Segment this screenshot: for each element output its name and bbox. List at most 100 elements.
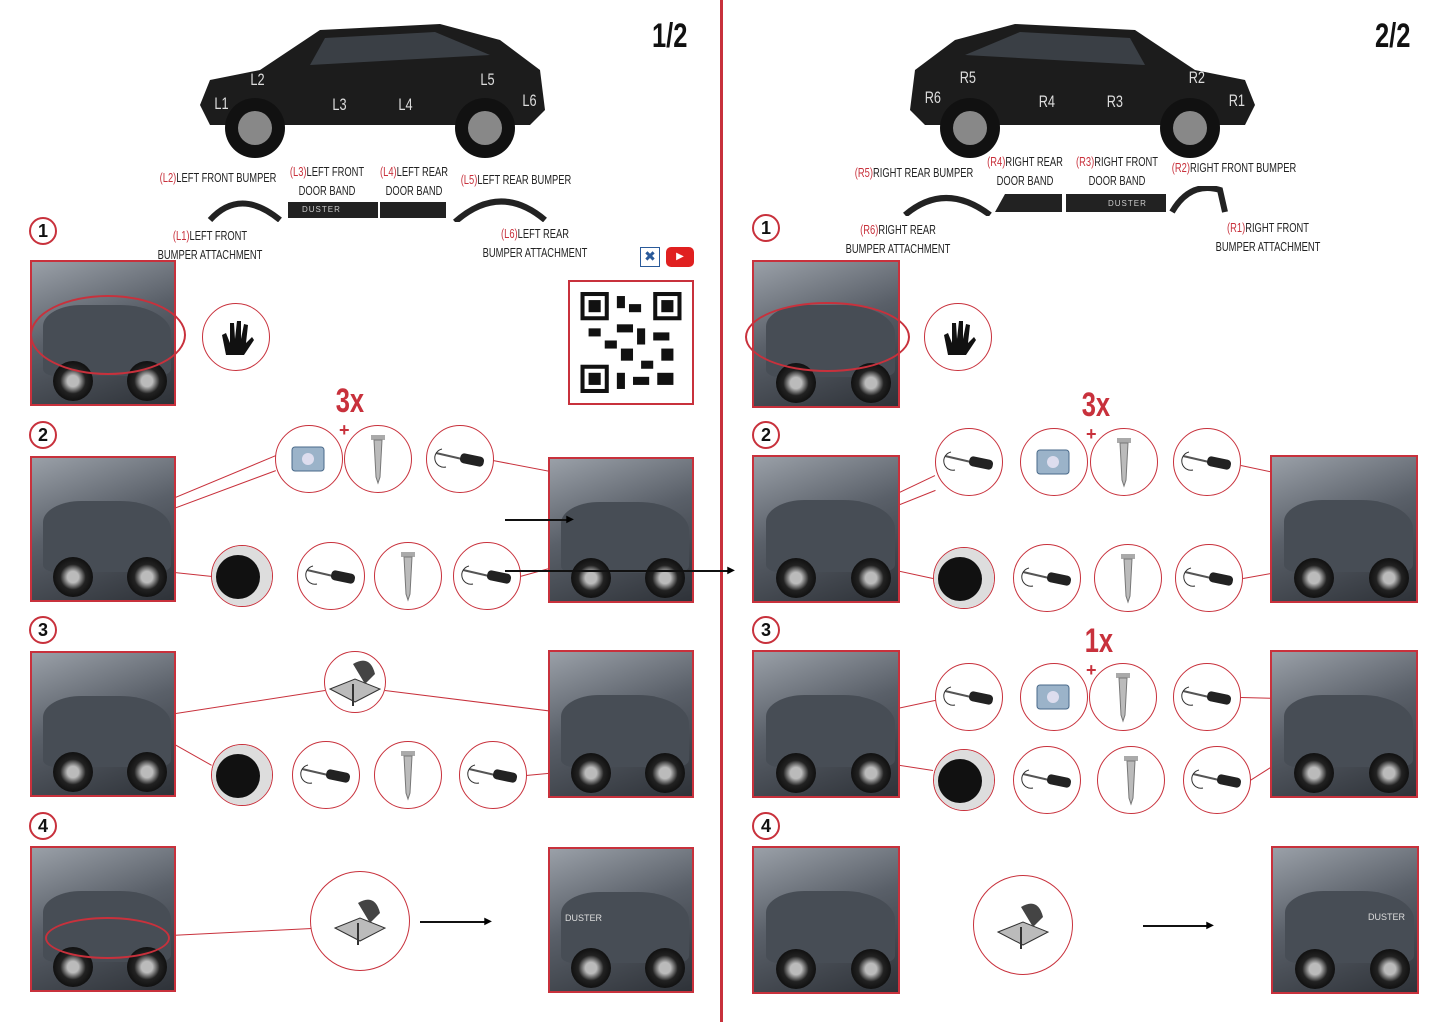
car-label: L5	[480, 70, 495, 89]
band-text: DUSTER	[302, 205, 341, 214]
screwdriver-icon	[292, 741, 360, 809]
clip-hole-icon	[211, 744, 273, 806]
glove-icon	[202, 303, 270, 371]
part-label: (R1)RIGHT FRONT BUMPER ATTACHMENT	[1215, 220, 1321, 254]
plus-sign: +	[1086, 660, 1097, 680]
car-label: R3	[1106, 92, 1124, 111]
screw-icon	[374, 542, 442, 610]
car-label: L3	[332, 95, 347, 114]
screw-icon	[1097, 746, 1165, 814]
tape-icon	[310, 871, 410, 971]
car-right-side-image	[910, 24, 1255, 158]
car-label: L6	[522, 91, 537, 110]
step2-result-photo	[548, 457, 694, 603]
quantity-multiplier: 1x	[1084, 622, 1114, 660]
tools-icon[interactable]: ✖	[640, 247, 660, 267]
screwdriver-icon	[459, 741, 527, 809]
screwdriver-icon	[1013, 544, 1081, 612]
step3-result-photo	[548, 650, 694, 798]
step4-result-photo	[1271, 846, 1419, 994]
part-label: (R4)RIGHT REAR DOOR BAND	[987, 154, 1063, 188]
part-label: (R5)RIGHT REAR BUMPER	[854, 165, 974, 180]
car-left-side-image	[200, 24, 545, 158]
photo-text: DUSTER	[565, 913, 603, 923]
band-text: DUSTER	[1108, 199, 1147, 208]
part-label: (L5)LEFT REAR BUMPER	[460, 172, 572, 187]
clip-icon	[1020, 428, 1088, 496]
page-number: 2/2	[1375, 17, 1411, 55]
part-label: (R6)RIGHT REAR BUMPER ATTACHMENT	[845, 222, 951, 256]
tape-icon	[973, 875, 1073, 975]
step-number: 3	[29, 616, 57, 644]
youtube-icon[interactable]: ▶	[666, 247, 694, 267]
car-label: L4	[398, 95, 413, 114]
screwdriver-icon	[935, 428, 1003, 496]
arrow: ▶	[505, 565, 735, 576]
car-label: L2	[250, 70, 265, 89]
step2-photo	[30, 456, 176, 602]
car-label: R6	[924, 88, 942, 107]
screw-icon	[1090, 428, 1158, 496]
screwdriver-icon	[426, 425, 494, 493]
part-label: (R2)RIGHT FRONT BUMPER	[1171, 160, 1297, 175]
step-number: 2	[29, 421, 57, 449]
clip-hole-icon	[211, 545, 273, 607]
car-label: L1	[214, 94, 229, 113]
part-label: (L6)LEFT REAR BUMPER ATTACHMENT	[482, 226, 588, 260]
screwdriver-icon	[1173, 663, 1241, 731]
part-label: (L4)LEFT REAR DOOR BAND	[380, 164, 448, 198]
step2-result-photo	[1270, 455, 1418, 603]
connector-line	[150, 690, 326, 718]
screw-icon	[1089, 663, 1157, 731]
screwdriver-icon	[935, 663, 1003, 731]
screwdriver-icon	[1173, 428, 1241, 496]
clip-icon	[1020, 663, 1088, 731]
plus-sign: +	[339, 420, 350, 440]
part-label: (L3)LEFT FRONT DOOR BAND	[289, 164, 365, 198]
step3-photo	[30, 651, 176, 797]
screwdriver-icon	[297, 542, 365, 610]
tape-icon	[324, 651, 386, 713]
highlight-ellipse	[45, 917, 170, 959]
glove-icon	[924, 303, 992, 371]
qr-code[interactable]	[568, 280, 694, 405]
screw-icon	[344, 425, 412, 493]
step-number: 1	[752, 214, 780, 242]
arrow: ▶	[1143, 920, 1214, 931]
clip-icon	[275, 425, 343, 493]
car-label: R4	[1038, 92, 1056, 111]
step3-result-photo	[1270, 650, 1418, 798]
part-label: (L2)LEFT FRONT BUMPER	[159, 170, 277, 185]
arrow: ▶	[420, 916, 492, 927]
plus-sign: +	[1086, 424, 1097, 444]
clip-hole-icon	[933, 749, 995, 811]
parts-image	[903, 186, 1228, 216]
arrow: ▶	[505, 514, 574, 525]
page-divider	[720, 0, 723, 1022]
parts-image	[207, 198, 547, 222]
car-label: R5	[959, 68, 977, 87]
page-number: 1/2	[652, 17, 688, 55]
car-label: R1	[1228, 91, 1246, 110]
screwdriver-icon	[1175, 544, 1243, 612]
highlight-ellipse	[30, 295, 186, 375]
screwdriver-icon	[1013, 746, 1081, 814]
step-number: 4	[29, 812, 57, 840]
step4-photo	[752, 846, 900, 994]
screwdriver-icon	[453, 542, 521, 610]
screw-icon	[1094, 544, 1162, 612]
highlight-ellipse	[745, 302, 910, 372]
screwdriver-icon	[1183, 746, 1251, 814]
step-number: 2	[752, 421, 780, 449]
quantity-multiplier: 3x	[1081, 386, 1111, 424]
clip-hole-icon	[933, 547, 995, 609]
part-label: (L1)LEFT FRONT BUMPER ATTACHMENT	[157, 228, 263, 262]
step-number: 1	[29, 217, 57, 245]
step-number: 3	[752, 616, 780, 644]
part-label: (R3)RIGHT FRONT DOOR BAND	[1076, 154, 1158, 188]
connector-line	[170, 928, 313, 936]
step3-photo	[752, 650, 900, 798]
car-label: R2	[1188, 68, 1206, 87]
step-number: 4	[752, 812, 780, 840]
screw-icon	[374, 741, 442, 809]
